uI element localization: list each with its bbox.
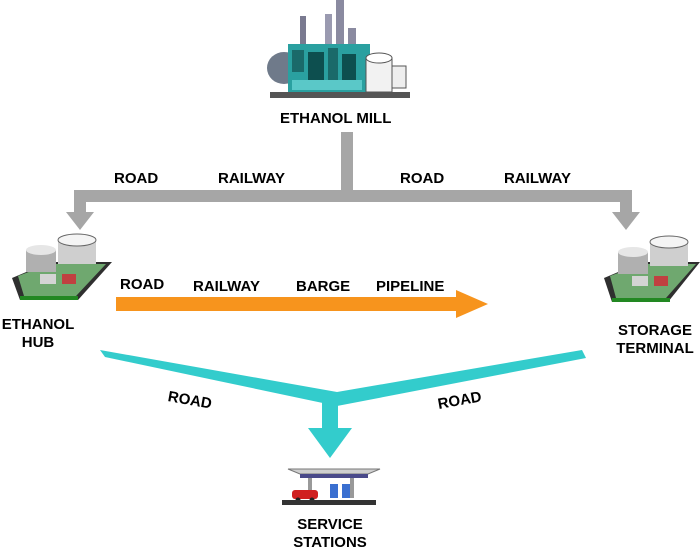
stations-stem — [322, 398, 338, 430]
hub-to-storage-arrow — [116, 290, 488, 318]
mill-right-stem — [620, 190, 632, 214]
tank-facility-icon — [12, 233, 112, 300]
hub-storage-mode-railway: RAILWAY — [193, 278, 260, 295]
storage-label-line2: TERMINAL — [616, 340, 694, 357]
mill-left-mode-railway: RAILWAY — [218, 170, 285, 187]
factory-icon — [267, 0, 410, 98]
hub-label-line1: ETHANOL — [1, 316, 75, 333]
hub-storage-mode-barge: BARGE — [296, 278, 351, 295]
hub-storage-mode-road: ROAD — [120, 276, 165, 293]
hub-to-stations-branch — [100, 350, 337, 406]
mill-right-mode-road: ROAD — [400, 170, 445, 187]
stations-label: SERVICE STATIONS — [280, 516, 380, 552]
mill-left-arrowhead — [66, 212, 94, 230]
stations-label-line2: STATIONS — [293, 534, 367, 551]
hub-storage-arrowhead — [456, 290, 488, 318]
mill-left-mode-road: ROAD — [114, 170, 159, 187]
hub-storage-shaft — [116, 297, 458, 311]
mill-label: ETHANOL MILL — [280, 110, 392, 127]
mill-left-stem — [74, 190, 86, 214]
stations-label-line1: SERVICE — [297, 516, 363, 533]
mill-right-mode-railway: RAILWAY — [504, 170, 571, 187]
mill-right-arrowhead — [612, 212, 640, 230]
mill-distribution-arrows — [66, 132, 640, 230]
hub-storage-mode-pipeline: PIPELINE — [376, 278, 445, 295]
stations-arrowhead — [308, 428, 352, 458]
storage-label: STORAGE TERMINAL — [610, 322, 700, 358]
storage-label-line1: STORAGE — [618, 322, 692, 339]
mill-crossbar — [74, 190, 632, 202]
tank-facility-icon — [604, 235, 700, 302]
hub-label-line2: HUB — [21, 334, 55, 351]
storage-to-stations-branch — [337, 350, 586, 406]
hub-label: ETHANOL HUB — [0, 316, 76, 352]
gas-station-icon — [282, 468, 381, 505]
stations-arrows — [100, 350, 586, 458]
mill-trunk — [341, 132, 353, 196]
